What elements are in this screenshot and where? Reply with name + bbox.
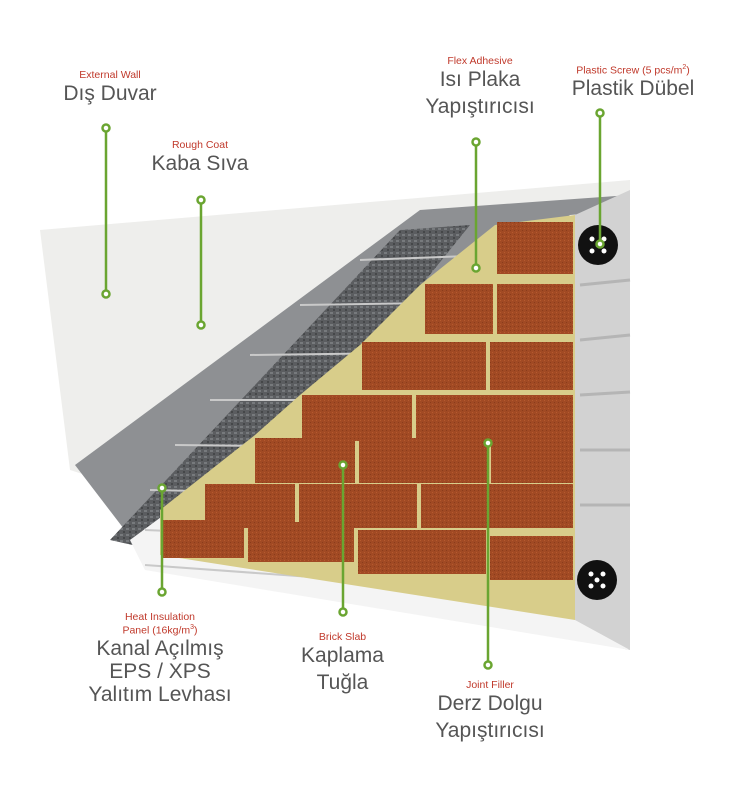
label-brick-slab: Brick Slab Kaplama Tuğla	[280, 631, 405, 694]
plastic-screw-bottom	[577, 560, 617, 600]
label-brick-slab-en: Brick Slab	[318, 631, 367, 643]
edge-slats	[579, 278, 631, 507]
label-flex-adhesive-tr-2: Yapıştırıcısı	[425, 94, 535, 118]
brick-rows	[162, 222, 573, 580]
label-external-wall: External Wall Dış Duvar	[50, 69, 170, 105]
label-heat-insulation-tr-2: EPS / XPS	[109, 659, 211, 683]
label-heat-insulation: Heat Insulation Panel (16kg/m3) Kanal Aç…	[70, 611, 250, 706]
leader-lines	[101, 108, 605, 670]
label-plastic-screw-tr: Plastik Dübel	[571, 77, 695, 101]
label-brick-slab-tr-2: Tuğla	[316, 670, 369, 694]
label-rough-coat-tr: Kaba Sıva	[151, 151, 249, 175]
label-flex-adhesive: Flex Adhesive Isı Plaka Yapıştırıcısı	[415, 55, 545, 118]
label-joint-filler: Joint Filler Derz Dolgu Yapıştırıcısı	[415, 679, 565, 742]
label-external-wall-tr: Dış Duvar	[63, 81, 157, 105]
label-external-wall-en: External Wall	[79, 69, 141, 81]
label-flex-adhesive-en: Flex Adhesive	[447, 55, 513, 67]
label-heat-insulation-tr-3: Yalıtım Levhası	[88, 682, 232, 706]
label-brick-slab-tr-1: Kaplama	[301, 643, 384, 667]
label-rough-coat: Rough Coat Kaba Sıva	[140, 139, 260, 175]
label-joint-filler-tr-1: Derz Dolgu	[437, 691, 543, 715]
label-rough-coat-en: Rough Coat	[171, 139, 229, 151]
label-heat-insulation-en-1: Heat Insulation	[124, 611, 196, 623]
label-flex-adhesive-tr-1: Isı Plaka	[439, 67, 521, 91]
label-plastic-screw-en: Plastic Screw (5 pcs/m2)	[576, 64, 690, 77]
wall-right-edge	[575, 190, 630, 650]
label-plastic-screw: Plastic Screw (5 pcs/m2) Plastik Dübel	[548, 64, 718, 100]
label-heat-insulation-tr-1: Kanal Açılmış	[96, 636, 224, 660]
label-joint-filler-tr-2: Yapıştırıcısı	[435, 718, 545, 742]
label-joint-filler-en: Joint Filler	[466, 679, 514, 691]
rough-coat-texture-band	[110, 225, 470, 560]
label-heat-insulation-en-2: Panel (16kg/m3)	[122, 623, 198, 637]
